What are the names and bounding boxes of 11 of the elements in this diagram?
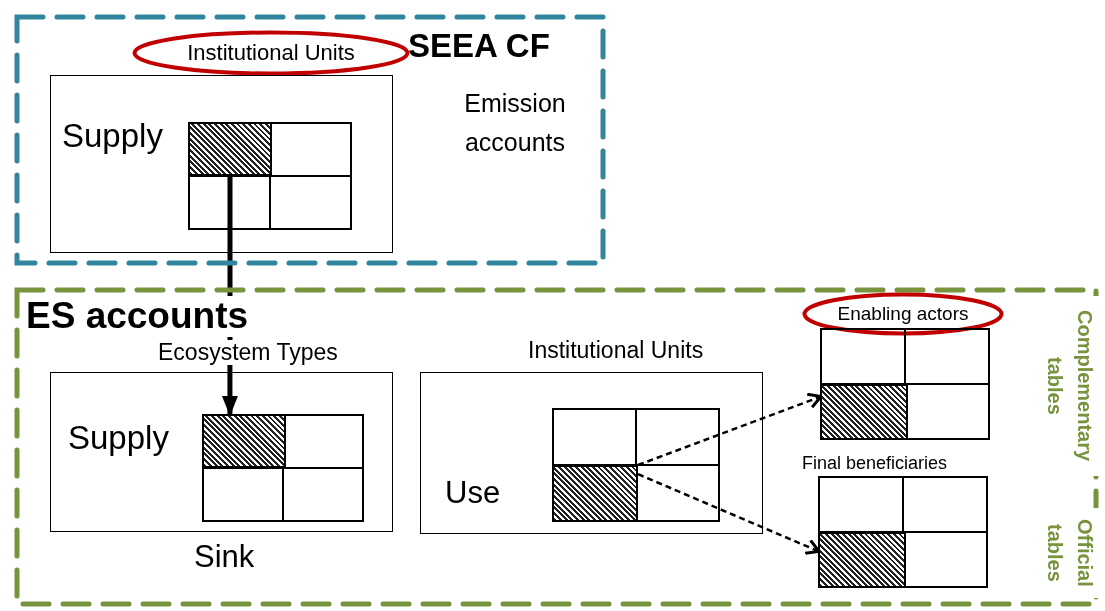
hatched-cell	[202, 414, 286, 468]
hatched-cell	[188, 122, 272, 176]
hatched-cell	[820, 384, 908, 440]
group-title: ES accounts	[26, 296, 249, 337]
highlight-ellipse	[802, 292, 1004, 336]
hatched-cell	[552, 465, 638, 522]
highlight-ellipse	[132, 30, 410, 76]
dashed-group-frame	[14, 14, 606, 266]
column-heading: Ecosystem Types	[158, 340, 338, 366]
hatched-cell	[818, 532, 906, 588]
dashed-group-frame	[14, 287, 1099, 607]
